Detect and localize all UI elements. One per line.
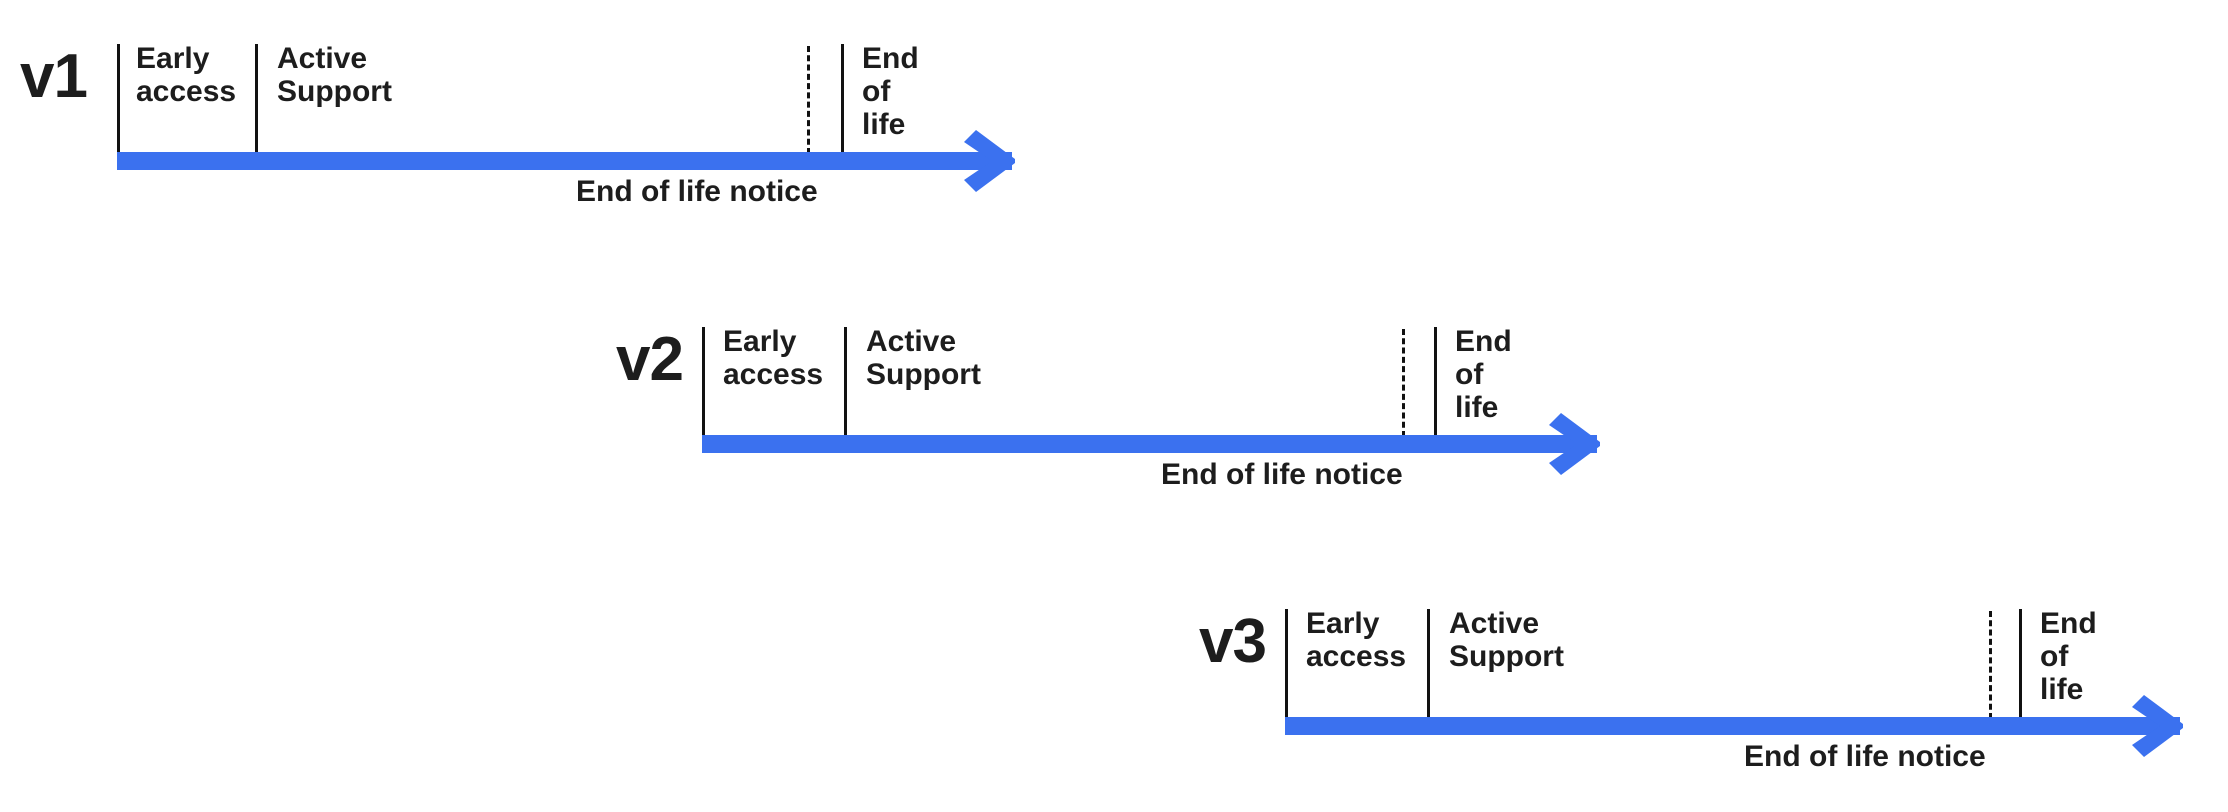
phase-label-end-of-life-v1: End of life bbox=[862, 42, 919, 141]
notice-label-v2: End of life notice bbox=[1161, 458, 1403, 491]
version-label-v2: v2 bbox=[616, 325, 684, 394]
timeline-bar-v3 bbox=[1285, 717, 2180, 735]
timeline-arrow-head-v3 bbox=[2126, 693, 2192, 759]
notice-label-v3: End of life notice bbox=[1744, 740, 1986, 773]
phase-label-early-access-v1: Early access bbox=[136, 42, 237, 108]
phase-divider-start-v1 bbox=[117, 44, 120, 154]
notice-label-v1: End of life notice bbox=[576, 175, 818, 208]
end-of-life-notice-marker-v3 bbox=[1989, 611, 1992, 719]
end-of-life-notice-marker-v1 bbox=[807, 46, 810, 154]
phase-label-early-access-v3: Early access bbox=[1306, 607, 1407, 673]
phase-label-active-support-v1: Active Support bbox=[277, 42, 392, 108]
version-label-v3: v3 bbox=[1199, 607, 1267, 676]
timeline-bar-v2 bbox=[702, 435, 1597, 453]
phase-divider-end-of-life-v3 bbox=[2019, 609, 2022, 719]
phase-label-active-support-v2: Active Support bbox=[866, 325, 981, 391]
phase-divider-active-support-v1 bbox=[255, 44, 258, 154]
phase-divider-start-v3 bbox=[1285, 609, 1288, 719]
phase-label-early-access-v2: Early access bbox=[723, 325, 824, 391]
phase-label-end-of-life-v2: End of life bbox=[1455, 325, 1512, 424]
timeline-bar-v1 bbox=[117, 152, 1012, 170]
phase-divider-active-support-v2 bbox=[844, 327, 847, 437]
timeline-arrow-head-v2 bbox=[1543, 411, 1609, 477]
phase-divider-active-support-v3 bbox=[1427, 609, 1430, 719]
end-of-life-notice-marker-v2 bbox=[1402, 329, 1405, 437]
phase-divider-start-v2 bbox=[702, 327, 705, 437]
version-label-v1: v1 bbox=[20, 42, 88, 111]
timeline-arrow-head-v1 bbox=[958, 128, 1024, 194]
phase-label-active-support-v3: Active Support bbox=[1449, 607, 1564, 673]
phase-divider-end-of-life-v1 bbox=[841, 44, 844, 154]
phase-label-end-of-life-v3: End of life bbox=[2040, 607, 2097, 706]
phase-divider-end-of-life-v2 bbox=[1434, 327, 1437, 437]
